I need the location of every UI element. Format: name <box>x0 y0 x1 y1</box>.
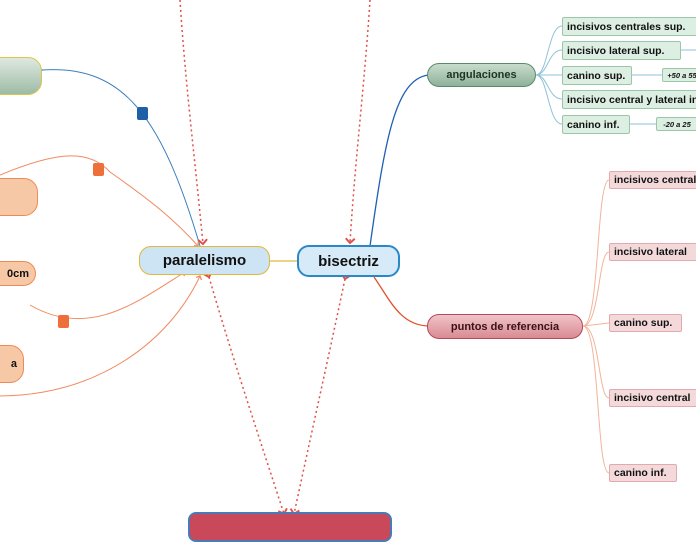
angulaciones-item-label: incisivo lateral sup. <box>567 44 665 57</box>
puntos-item-label: incisivos centrales <box>614 174 696 186</box>
puntos-item[interactable]: incisivo central <box>609 389 696 407</box>
link-bisectriz-puntos <box>373 276 429 327</box>
topic-angulaciones[interactable]: angulaciones <box>427 63 536 87</box>
puntos-item-label: incisivo central <box>614 392 691 404</box>
dotted-top-to-bisectriz <box>345 0 371 245</box>
link-orange-top <box>0 155 199 247</box>
connection-lines <box>0 0 696 516</box>
left-topic-green[interactable] <box>0 57 42 95</box>
left-orange-bottom-label: a <box>10 358 17 370</box>
left-topic-orange-bottom[interactable]: a <box>0 345 24 383</box>
angulaciones-item[interactable]: incisivo lateral sup. <box>562 41 681 60</box>
puntos-item[interactable]: incisivos centrales <box>609 171 696 189</box>
value-label: -20 a 25 <box>663 119 691 129</box>
link-green-to-paralelismo <box>38 66 201 247</box>
left-topic-orange-top[interactable] <box>0 178 38 216</box>
central-node-bisectriz[interactable]: bisectriz <box>297 245 400 277</box>
bisectriz-label: bisectriz <box>318 252 379 270</box>
topic-puntos-de-referencia[interactable]: puntos de referencia <box>427 314 583 339</box>
angulaciones-label: angulaciones <box>446 69 517 81</box>
dotted-bisectriz-bottom <box>289 273 351 516</box>
puntos-item-label: incisivo lateral <box>614 246 687 258</box>
central-node-paralelismo[interactable]: paralelismo <box>139 246 270 275</box>
angulaciones-value-canino-sup[interactable]: +50 a 55 <box>662 68 696 82</box>
puntos-item[interactable]: canino sup. <box>609 314 682 332</box>
puntos-label: puntos de referencia <box>450 320 560 333</box>
angulaciones-item-label: canino inf. <box>567 118 620 131</box>
link-orange-mid <box>29 270 186 320</box>
value-label: +50 a 55 <box>667 70 696 80</box>
relationship-handle-orange-mid[interactable] <box>58 315 69 328</box>
dotted-top-to-paralelismo <box>179 0 208 246</box>
puntos-item[interactable]: canino inf. <box>609 464 677 482</box>
puntos-item[interactable]: incisivo lateral <box>609 243 696 261</box>
left-topic-orange-mid[interactable]: 0cm <box>0 261 36 286</box>
angulaciones-item-label: incisivo central y lateral inf. <box>567 93 696 106</box>
link-bisectriz-angulaciones <box>369 74 429 247</box>
angulaciones-item[interactable]: canino inf. <box>562 115 630 134</box>
puntos-item-label: canino inf. <box>614 467 667 479</box>
paralelismo-label: paralelismo <box>162 252 247 269</box>
dotted-paralelismo-bottom <box>202 270 288 516</box>
angulaciones-item-label: canino sup. <box>567 69 626 82</box>
angulaciones-item-label: incisivos centrales sup. <box>567 20 686 33</box>
angulaciones-item[interactable]: incisivos centrales sup. <box>562 17 696 36</box>
bottom-topic[interactable] <box>188 512 392 542</box>
angulaciones-value-canino-inf[interactable]: -20 a 25 <box>656 117 696 131</box>
link-orange-bottom <box>0 275 203 397</box>
left-orange-mid-label: 0cm <box>6 267 29 280</box>
relationship-handle-orange-top[interactable] <box>93 163 104 176</box>
angulaciones-item[interactable]: incisivo central y lateral inf. <box>562 90 696 109</box>
relationship-handle-blue[interactable] <box>137 107 148 120</box>
angulaciones-item[interactable]: canino sup. <box>562 66 632 85</box>
puntos-item-label: canino sup. <box>614 317 673 329</box>
